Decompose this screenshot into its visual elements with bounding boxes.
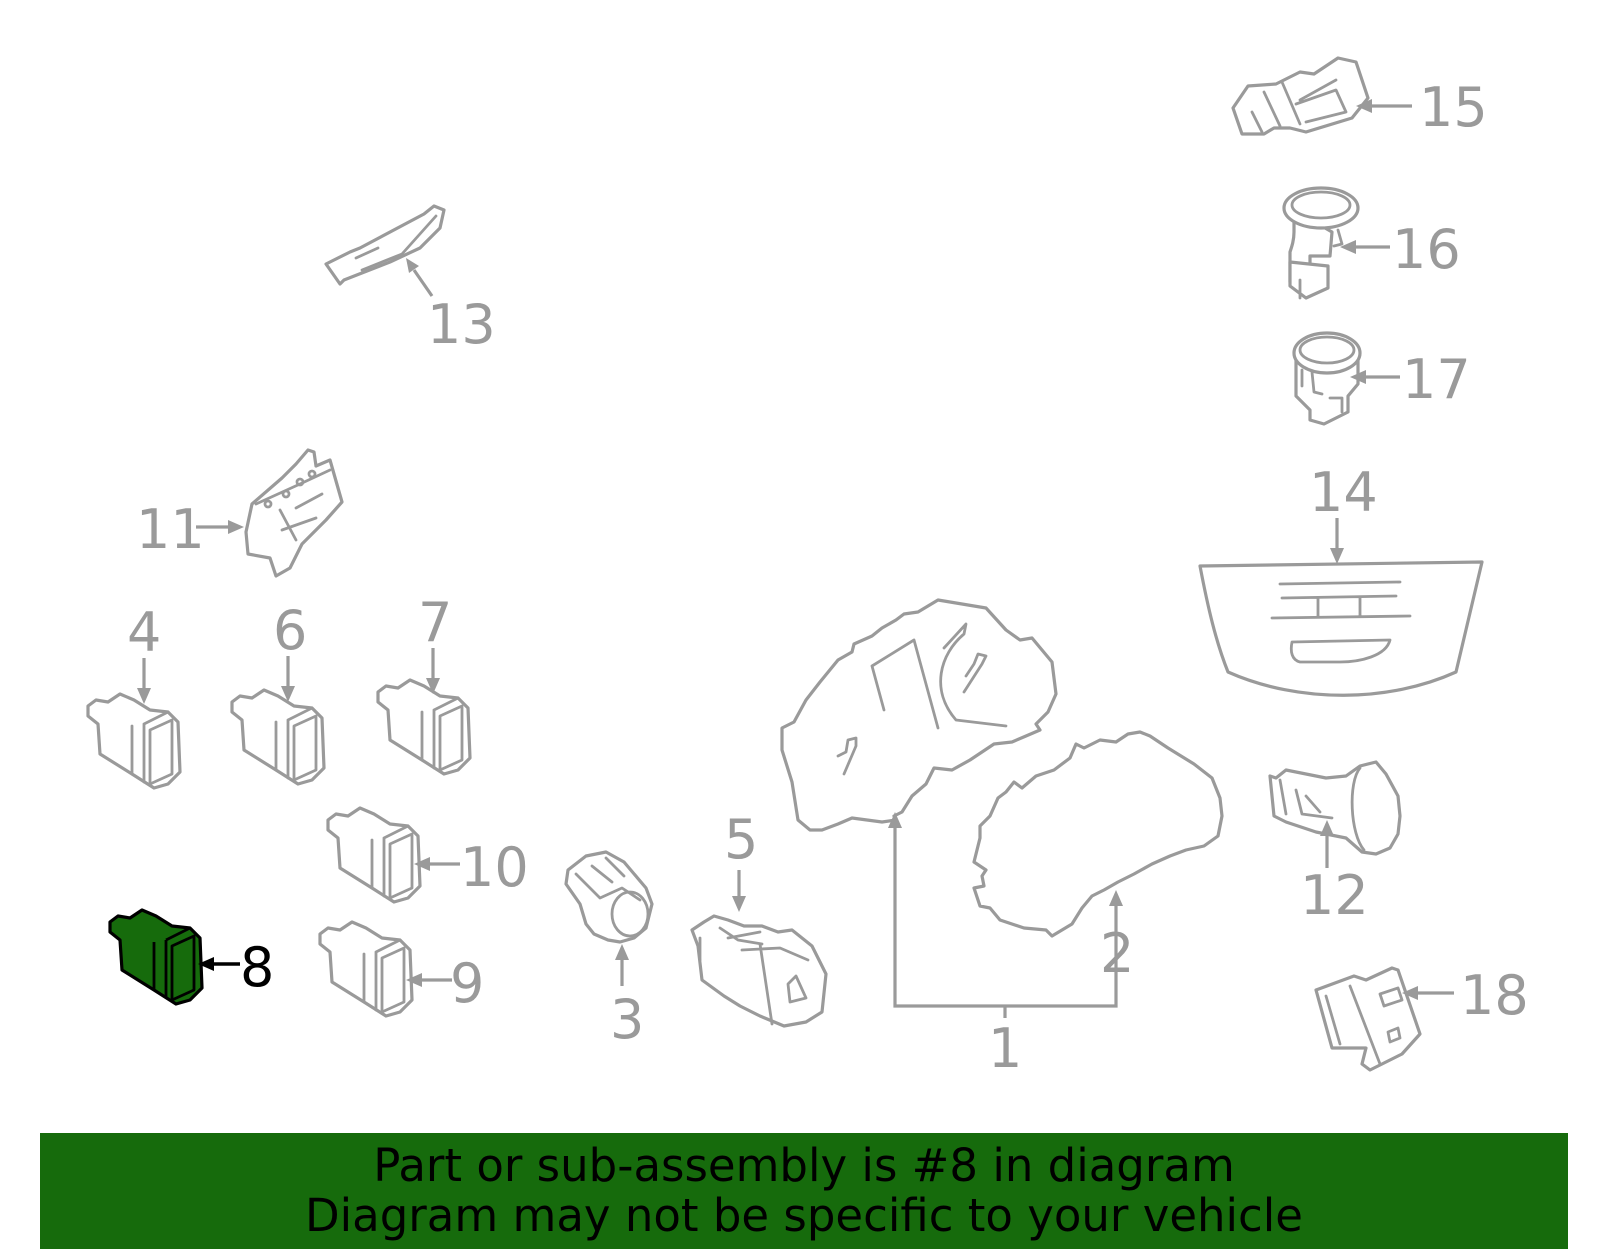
callout-label-17: 17 <box>1402 348 1471 411</box>
part-12[interactable] <box>1268 760 1402 856</box>
part-15[interactable] <box>1231 56 1370 136</box>
callout-15[interactable]: 15 <box>1356 76 1488 139</box>
callout-10[interactable]: 10 <box>414 836 529 899</box>
callout-11[interactable]: 11 <box>136 498 244 561</box>
callout-4[interactable]: 4 <box>127 601 161 704</box>
callout-12[interactable]: 12 <box>1300 820 1369 927</box>
callout-18[interactable]: 18 <box>1402 964 1529 1027</box>
callout-1-bracket[interactable] <box>888 812 1123 1018</box>
callout-13[interactable]: 13 <box>406 258 496 356</box>
callout-label-15: 15 <box>1419 76 1488 139</box>
callout-label-6: 6 <box>273 599 307 662</box>
part-2[interactable] <box>972 730 1224 938</box>
part-7[interactable] <box>376 678 472 776</box>
banner-background <box>40 1133 1568 1249</box>
part-17[interactable] <box>1292 331 1362 426</box>
callout-label-12: 12 <box>1300 864 1369 927</box>
callout-6[interactable]: 6 <box>273 599 307 702</box>
callout-label-9: 9 <box>450 952 484 1015</box>
callout-label-2: 2 <box>1100 922 1134 985</box>
callout-5[interactable]: 5 <box>724 808 758 912</box>
callout-label-16: 16 <box>1392 218 1461 281</box>
callout-3[interactable]: 3 <box>610 944 644 1051</box>
callout-label-18: 18 <box>1460 964 1529 1027</box>
callout-label-5: 5 <box>724 808 758 871</box>
callout-label-14: 14 <box>1309 461 1378 524</box>
callout-label-11: 11 <box>136 498 205 561</box>
callout-14[interactable]: 14 <box>1309 461 1378 564</box>
callout-1[interactable]: 1 <box>988 1017 1022 1080</box>
banner-line-1: Part or sub-assembly is #8 in diagram <box>373 1139 1235 1192</box>
part-16[interactable] <box>1282 186 1360 300</box>
part-3[interactable] <box>564 850 654 944</box>
callout-2[interactable]: 2 <box>1100 922 1134 985</box>
callout-9[interactable]: 9 <box>406 952 484 1015</box>
part-13[interactable] <box>324 204 446 286</box>
part-9[interactable] <box>318 920 414 1018</box>
info-banner: Part or sub-assembly is #8 in diagram Di… <box>40 1133 1568 1249</box>
part-18[interactable] <box>1314 966 1422 1072</box>
part-8-highlighted[interactable] <box>108 908 204 1006</box>
callout-17[interactable]: 17 <box>1350 348 1471 411</box>
part-11[interactable] <box>244 448 344 578</box>
callout-label-13: 13 <box>427 293 496 356</box>
part-6[interactable] <box>230 688 326 786</box>
callout-label-1: 1 <box>988 1017 1022 1080</box>
part-5[interactable] <box>690 914 828 1028</box>
callout-label-8: 8 <box>240 936 274 999</box>
callout-label-10: 10 <box>460 836 529 899</box>
callout-16[interactable]: 16 <box>1340 218 1461 281</box>
callout-7[interactable]: 7 <box>418 591 452 694</box>
callout-label-3: 3 <box>610 988 644 1051</box>
callout-8[interactable]: 8 <box>198 936 274 999</box>
part-1[interactable] <box>780 598 1058 832</box>
part-14[interactable] <box>1198 560 1484 697</box>
callout-label-4: 4 <box>127 601 161 664</box>
part-4[interactable] <box>86 692 182 790</box>
callout-label-7: 7 <box>418 591 452 654</box>
banner-line-2: Diagram may not be specific to your vehi… <box>305 1189 1303 1242</box>
part-10[interactable] <box>326 806 422 904</box>
